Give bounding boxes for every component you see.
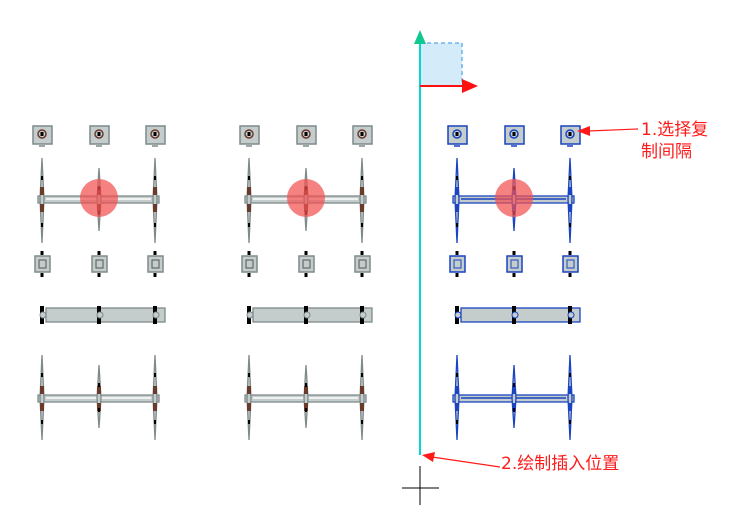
leader-arrow-2-icon [422, 452, 435, 462]
busbar-lower [252, 307, 373, 323]
highlight-marker [495, 179, 533, 217]
leader-line-1 [587, 128, 639, 132]
bay-1[interactable] [32, 125, 166, 441]
terminal-symbol [37, 129, 47, 139]
insulator [567, 157, 573, 244]
bay-2[interactable] [239, 125, 373, 441]
insulator [152, 354, 158, 441]
x-axis-arrow-icon [462, 79, 478, 93]
breaker-unit [449, 255, 466, 273]
terminal-symbol [150, 129, 160, 139]
breaker-unit [147, 255, 164, 273]
terminal-symbol [244, 129, 254, 139]
breaker-unit [298, 255, 315, 273]
insulator [454, 354, 460, 441]
busbar-lower [45, 307, 166, 323]
breaker-unit [562, 255, 579, 273]
insulator [511, 364, 517, 429]
breaker-unit [34, 255, 51, 273]
annotation-select-bay: 1.选择复 制间隔 [641, 119, 708, 163]
y-axis-arrow-icon [414, 30, 426, 44]
insulator [246, 354, 252, 441]
insulator [359, 354, 365, 441]
annotation-insert-position: 2.绘制插入位置 [501, 454, 620, 474]
breaker-unit [241, 255, 258, 273]
insulator [567, 354, 573, 441]
breaker-unit [91, 255, 108, 273]
insulator [454, 157, 460, 244]
bay-3[interactable] [447, 125, 581, 441]
terminal-symbol [357, 129, 367, 139]
annotation-step1-line2: 制间隔 [641, 142, 692, 162]
breaker-unit [354, 255, 371, 273]
terminal-symbol [452, 129, 462, 139]
terminal-symbol [565, 129, 575, 139]
annotation-step1-line1: 1.选择复 [641, 120, 709, 140]
terminal-symbol [94, 129, 104, 139]
highlight-marker [287, 179, 325, 217]
insertion-crosshair-icon [402, 466, 439, 505]
breaker-unit [506, 255, 523, 273]
insulator [39, 354, 45, 441]
insulator [359, 157, 365, 244]
highlight-marker [80, 179, 118, 217]
terminal-symbol [301, 129, 311, 139]
ucs-plane [419, 42, 463, 87]
leader-arrow-1-icon [577, 126, 590, 136]
insulator [303, 364, 309, 429]
leader-line-2 [431, 456, 501, 468]
insulator [152, 157, 158, 244]
insulator [96, 364, 102, 429]
insulator [39, 157, 45, 244]
busbar-lower [460, 307, 581, 323]
insulator [246, 157, 252, 244]
terminal-symbol [509, 129, 519, 139]
